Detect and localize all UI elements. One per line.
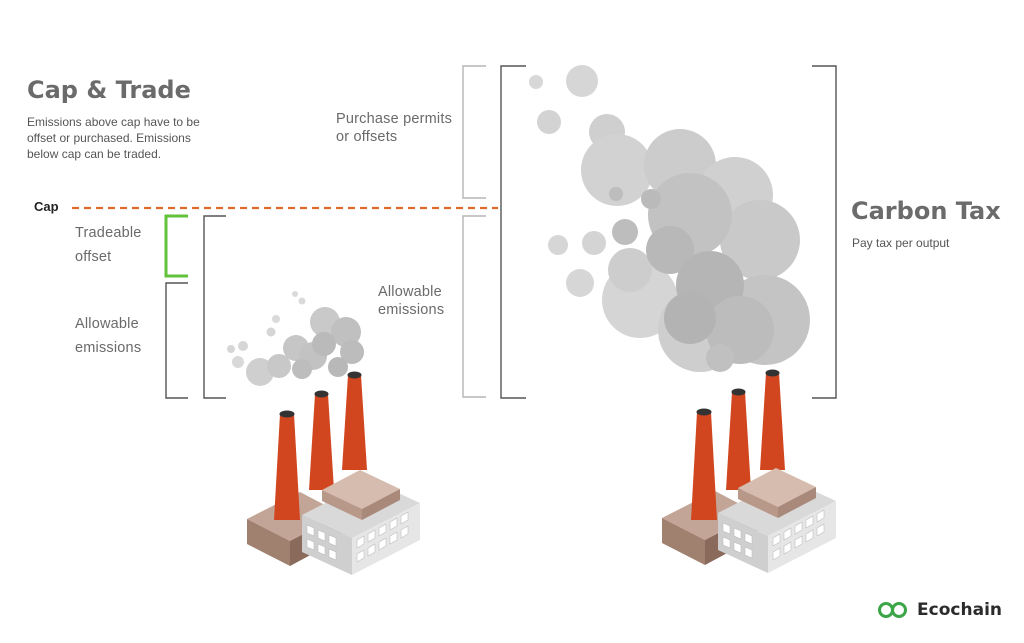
carbon-tax-description: Pay tax per output (852, 236, 950, 250)
label-line: Purchase permits (336, 111, 453, 127)
label-line: or offsets (336, 129, 398, 145)
chimney (691, 408, 717, 520)
label-line: offset (75, 249, 112, 265)
description-line: offset or purchased. Emissions (27, 131, 191, 145)
total-emissions-bracket-right-close (812, 65, 837, 399)
chimney (726, 388, 751, 490)
total-emissions-bracket-right-open (500, 65, 526, 399)
label-line: emissions (378, 302, 445, 318)
purchase-permits-label: Purchase permits or offsets (336, 110, 452, 146)
chimney (342, 371, 367, 470)
ecochain-logo-icon (878, 602, 908, 618)
total-emissions-bracket-left (203, 215, 226, 399)
allowable-emissions-bracket-left (165, 282, 188, 399)
label-line: Tradeable (75, 225, 142, 241)
factory-left (247, 371, 420, 575)
brand-name: Ecochain (917, 600, 1002, 620)
smoke-cloud-large (529, 65, 810, 372)
chimney (309, 390, 334, 490)
cap-label: Cap (34, 199, 59, 214)
purchase-permits-bracket (462, 65, 486, 199)
factory-right (662, 369, 836, 573)
allowable-emissions-label-right: Allowable emissions (378, 283, 444, 319)
label-line: emissions (75, 340, 142, 356)
cap-trade-title: Cap & Trade (27, 76, 191, 104)
allowable-emissions-label-left: Allowable emissions (75, 312, 141, 360)
smoke-cloud-small (227, 291, 364, 386)
chimney (760, 369, 785, 470)
tradeable-offset-bracket (164, 214, 188, 278)
tradeable-offset-label: Tradeable offset (75, 221, 142, 269)
ecochain-brand: Ecochain (877, 600, 1002, 620)
carbon-tax-title: Carbon Tax (851, 197, 1001, 225)
label-line: Allowable (378, 284, 442, 300)
allowable-emissions-bracket-right (462, 215, 486, 398)
description-line: below cap can be traded. (27, 147, 162, 161)
label-line: Allowable (75, 316, 139, 332)
cap-trade-description: Emissions above cap have to be offset or… (27, 114, 200, 162)
description-line: Emissions above cap have to be (27, 115, 200, 129)
chimney (274, 410, 300, 520)
